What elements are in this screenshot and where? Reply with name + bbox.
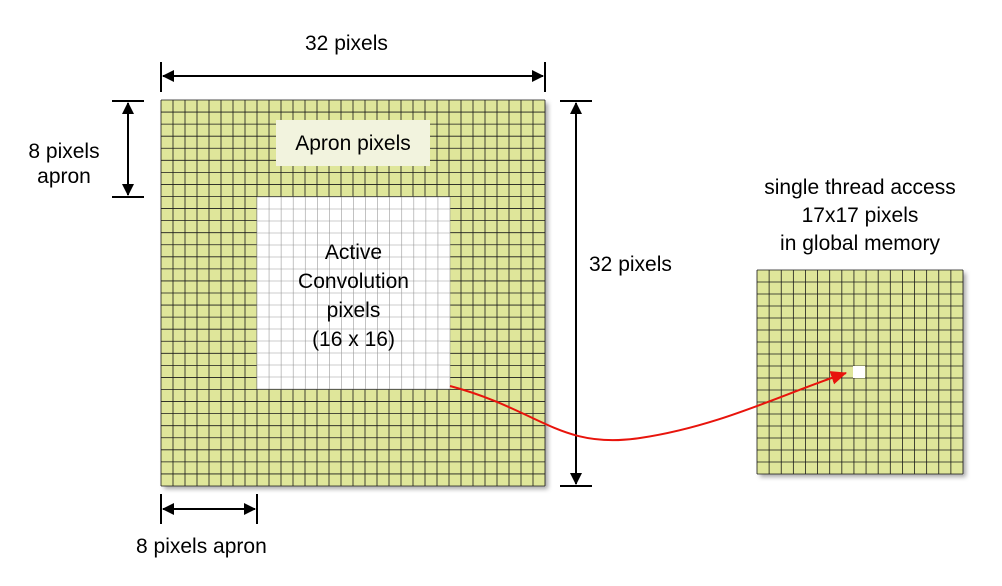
thread-pixel [853, 366, 865, 378]
apron-pixels-label: Apron pixels [295, 132, 411, 155]
apron-label-box [276, 120, 430, 166]
bottom-apron-dimension [160, 494, 258, 524]
active-label-line-1: Active [324, 241, 383, 264]
top-width-label: 32 pixels [305, 32, 388, 55]
thread-access-line-2: 17x17 pixels [801, 204, 919, 227]
main-tile [160, 99, 546, 487]
left-apron-label-line-2: apron [37, 165, 91, 188]
left-apron-label-line-1: 8 pixels [28, 140, 100, 163]
thread-tile-grid [756, 269, 964, 475]
active-convolution-label: Active Convolution pixels (16 x 16) [257, 238, 450, 354]
thread-access-line-3: in global memory [780, 232, 940, 255]
top-width-dimension [160, 62, 546, 92]
thread-access-line-1: single thread access [764, 176, 956, 199]
thread-tile [756, 269, 964, 475]
left-apron-label: 8 pixels apron [24, 139, 104, 189]
active-region-grid [256, 196, 451, 390]
thread-mapping-arrow [449, 371, 847, 442]
left-apron-dimension [112, 100, 144, 198]
right-height-label: 32 pixels [589, 253, 672, 276]
bottom-apron-label: 8 pixels apron [136, 535, 267, 558]
right-height-dimension [560, 100, 592, 487]
active-label-line-2: Convolution [298, 270, 409, 293]
active-label-line-3: pixels [326, 299, 381, 322]
active-label-line-4: (16 x 16) [312, 328, 395, 351]
thread-access-label: single thread access 17x17 pixels in glo… [735, 174, 985, 258]
